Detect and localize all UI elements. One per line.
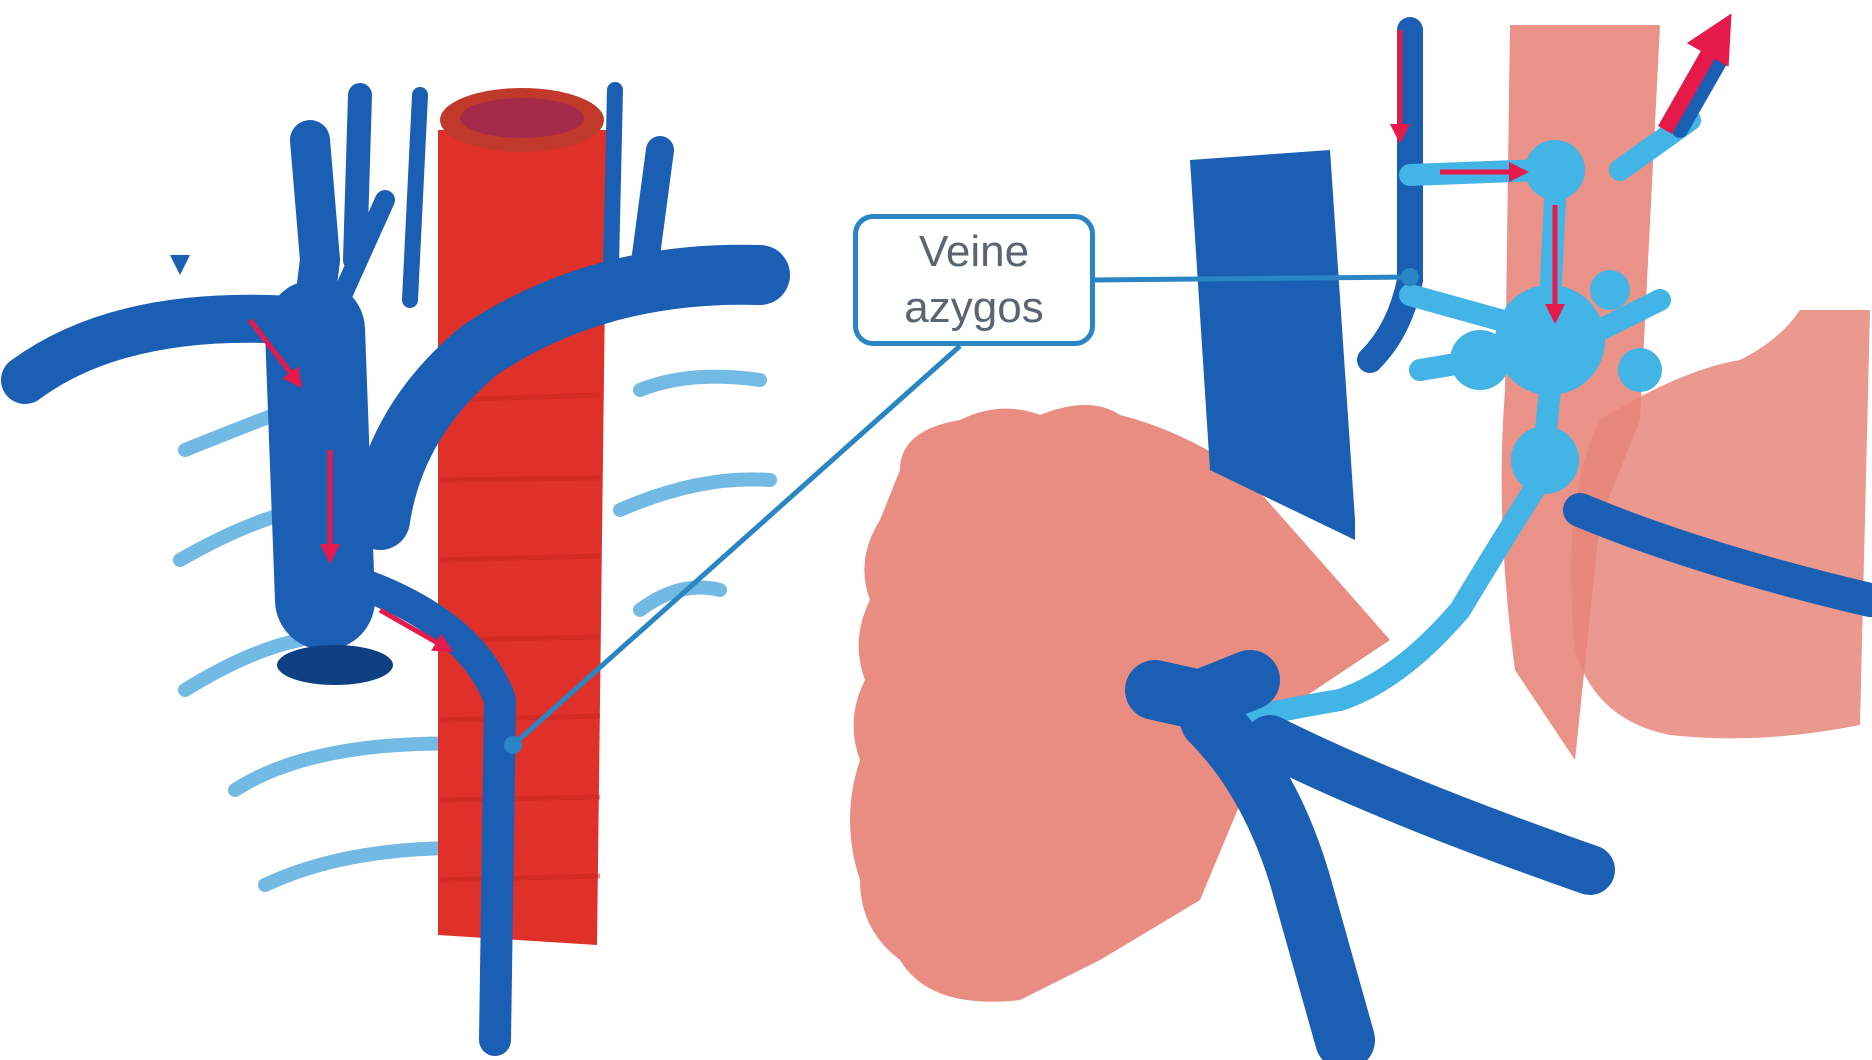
- brachiocephalic-veins: [25, 90, 760, 1040]
- right-panel: [850, 25, 1870, 1040]
- callout-line-1: Veine: [919, 224, 1029, 280]
- callout-line-2: azygos: [904, 280, 1043, 336]
- vena-cava-opening: [277, 645, 393, 685]
- callout-dot-icon: [504, 736, 522, 754]
- callout-dot-icon: [1401, 268, 1419, 286]
- small-branch: [170, 255, 190, 275]
- azygos-callout: Veine azygos: [853, 214, 1095, 346]
- aorta: [438, 88, 607, 945]
- left-panel: [25, 88, 770, 1040]
- azygos-vein: [1370, 30, 1410, 360]
